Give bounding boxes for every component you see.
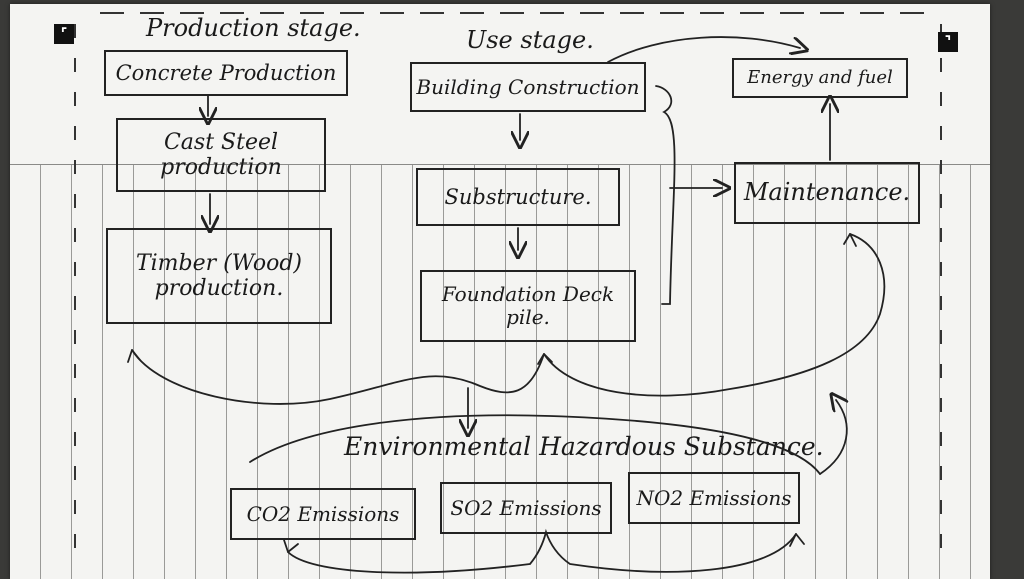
notebook-page: ⌜ ⌝ Production stage. Use stage. Concret…: [10, 4, 990, 579]
timber-production-label: Timber (Wood) production.: [135, 250, 303, 301]
concrete-production-box: Concrete Production: [104, 50, 348, 96]
arrow-foundation-tip: [537, 353, 553, 365]
cast-steel-production-box: Cast Steel production: [116, 118, 326, 192]
ruled-top-line: [10, 164, 990, 165]
dashed-margin-top: [100, 12, 930, 14]
corner-bracket-icon-left: ⌜: [54, 24, 74, 44]
ruled-lines: [10, 164, 990, 579]
foundation-deck-pile-box: Foundation Deck pile.: [420, 270, 636, 342]
so2-emissions-box: SO2 Emissions: [440, 482, 612, 534]
building-construction-box: Building Construction: [410, 62, 646, 112]
cast-steel-production-label: Cast Steel production: [160, 129, 282, 180]
use-stage-heading: Use stage.: [466, 26, 594, 54]
dashed-margin-right: [940, 24, 942, 564]
timber-production-box: Timber (Wood) production.: [106, 228, 332, 324]
connector-arrows: [127, 36, 886, 574]
bracket-building-to-foundation: [655, 85, 676, 305]
energy-fuel-label: Energy and fuel: [747, 66, 893, 88]
arrow-timber-tip: [127, 349, 141, 363]
maintenance-box: Maintenance.: [734, 162, 920, 224]
co2-emissions-label: CO2 Emissions: [246, 501, 400, 526]
concrete-production-label: Concrete Production: [115, 60, 337, 85]
emissions-brace: [287, 528, 797, 574]
emissions-brace-left-tip: [283, 539, 299, 553]
no2-emissions-box: NO2 Emissions: [628, 472, 800, 524]
arrow-maintenance-tip: [843, 233, 857, 247]
building-construction-label: Building Construction: [416, 74, 640, 99]
hazard-right-arrow: [819, 400, 847, 475]
hazard-arc: [249, 414, 821, 475]
no2-emissions-label: NO2 Emissions: [636, 485, 792, 510]
maintenance-label: Maintenance.: [743, 178, 911, 207]
energy-fuel-box: Energy and fuel: [732, 58, 908, 98]
so2-emissions-label: SO2 Emissions: [450, 495, 602, 520]
foundation-deck-pile-label: Foundation Deck pile.: [441, 282, 615, 329]
co2-emissions-box: CO2 Emissions: [230, 488, 416, 540]
arrow-building-to-energy: [607, 36, 800, 63]
substructure-box: Substructure.: [416, 168, 620, 226]
dashed-margin-left: [74, 24, 76, 564]
emissions-brace-right-tip: [789, 533, 805, 547]
corner-bracket-icon-right: ⌝: [938, 32, 958, 52]
substructure-label: Substructure.: [444, 184, 592, 209]
production-stage-heading: Production stage.: [146, 14, 361, 42]
curve-timber-foundation-maintenance: [131, 233, 886, 405]
